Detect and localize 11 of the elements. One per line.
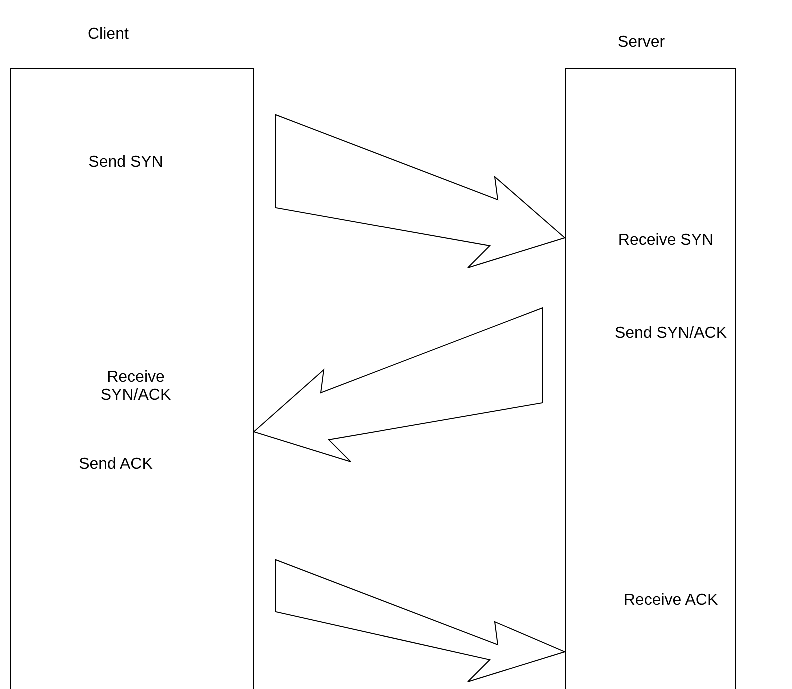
step-label: Receive SYN (617, 232, 715, 250)
block-arrow (253, 307, 544, 462)
column-heading: Server (618, 34, 666, 52)
step-label: Send SYN/ACK (614, 325, 728, 343)
step-label: Send SYN (88, 154, 164, 172)
step-label: Receive SYN/ACK (100, 369, 172, 405)
column-heading: Client (88, 26, 129, 44)
step-label: Send ACK (78, 456, 154, 474)
step-label: Receive ACK (622, 592, 720, 610)
block-arrow (276, 114, 566, 268)
block-arrow (276, 559, 566, 682)
